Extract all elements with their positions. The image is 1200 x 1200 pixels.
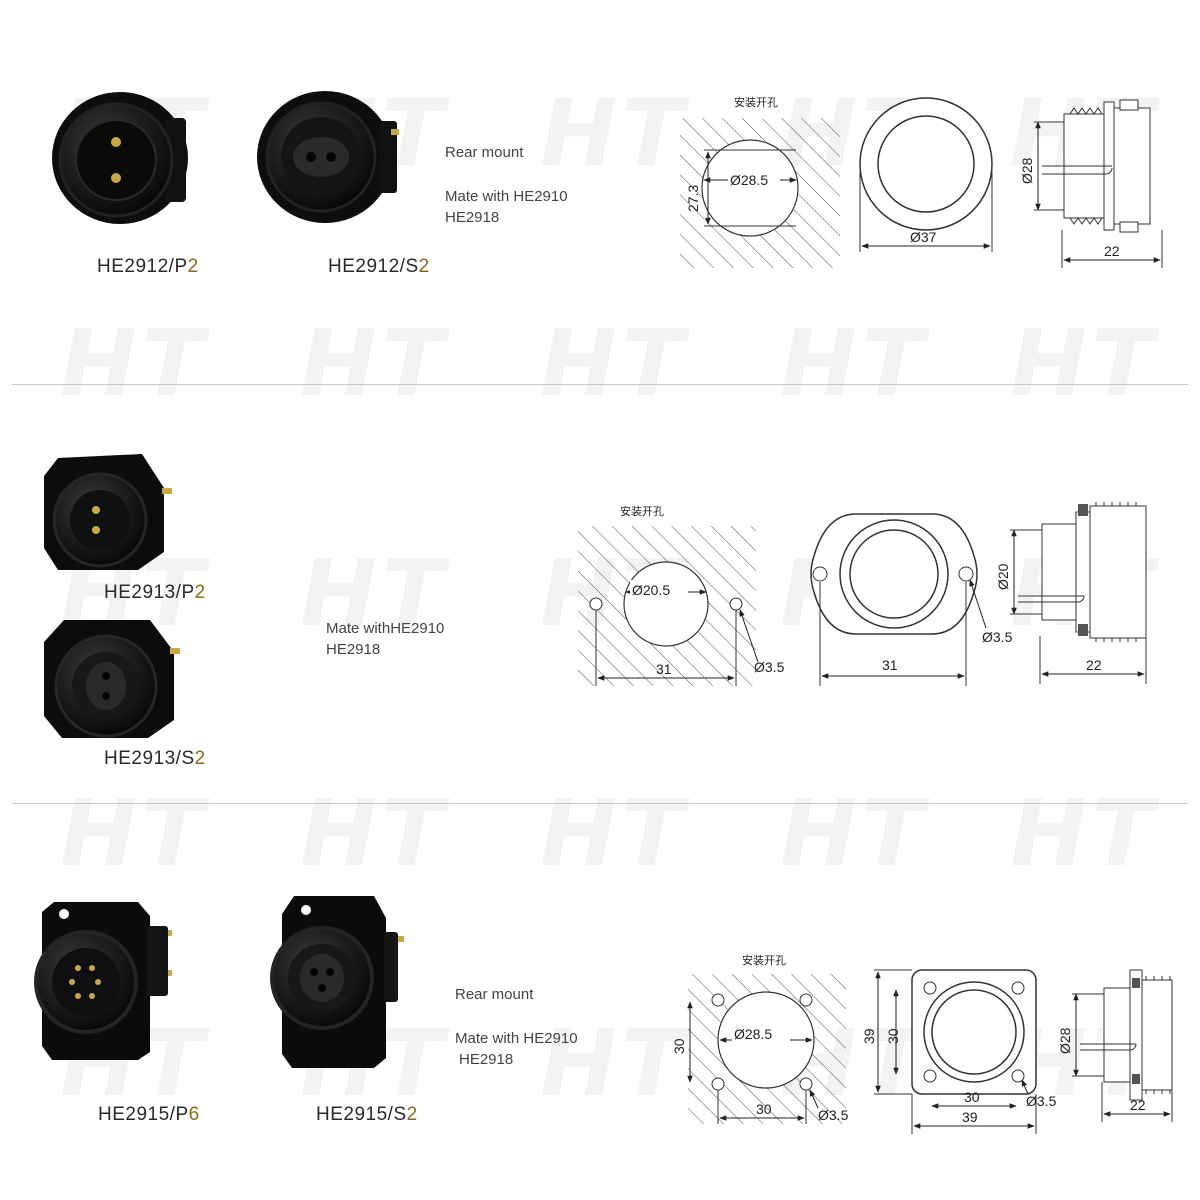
dim-length: 22 [1086, 657, 1102, 673]
mate-note-line2: HE2918 [445, 209, 500, 226]
model-suffix: 2 [418, 256, 430, 277]
watermark: HT [540, 780, 688, 887]
watermark: HT [1010, 780, 1158, 887]
watermark: HT [300, 780, 448, 887]
dim-cutout-dia: Ø28.5 [734, 1026, 772, 1042]
dim-thread-dia: Ø20 [995, 563, 1011, 590]
mate-note: Mate withHE2910 HE2918 [326, 618, 444, 660]
he2913-plug-image [44, 454, 172, 570]
watermark: HT [60, 780, 208, 887]
he2913-panel-cutout-drawing: 安装开孔 Ø20.5 31 Ø3.5 [578, 504, 785, 686]
dim-flange-outer-v: 39 [861, 1028, 877, 1044]
mate-note-line2: HE2918 [326, 641, 381, 658]
he2912-flange-front-drawing: Ø37 [859, 97, 993, 252]
he2915-panel-cutout-drawing: 安装开孔 Ø28.5 30 30 Ø3.5 [671, 953, 849, 1124]
he2915-plug-image [34, 902, 172, 1060]
cutout-circle [623, 561, 709, 647]
product-model-label: HE2912/S2 [328, 256, 430, 278]
watermark: HT [780, 310, 928, 417]
dim-flange-outer-h: 39 [962, 1109, 978, 1125]
mate-note-line1: Mate with HE2910 [445, 188, 568, 205]
mate-note-line1: Mate withHE2910 [326, 620, 445, 637]
he2912-panel-cutout-drawing: 安装开孔 Ø28.5 27.3 [680, 95, 840, 268]
panel-cutout-title: 安装开孔 [742, 953, 786, 967]
dim-flange-inner-h: 30 [964, 1089, 980, 1105]
he2913-side-drawing: Ø20 22 [995, 502, 1147, 684]
dim-hole-spacing-h: 30 [756, 1101, 772, 1117]
mate-note-line1: Mate with HE2910 [455, 1030, 578, 1047]
dim-flange-dia: Ø37 [910, 229, 937, 245]
mount-note: Rear mount [445, 144, 524, 161]
watermark: HT [300, 310, 448, 417]
dim-hole-spacing: 31 [656, 661, 672, 677]
he2913-flange-front-drawing: 31 Ø3.5 [810, 513, 1013, 686]
dim-flange-spacing: 31 [882, 657, 898, 673]
dim-flange-inner-v: 30 [885, 1028, 901, 1044]
dim-thread-dia: Ø28 [1019, 157, 1035, 184]
model-name: HE2912/S [328, 256, 419, 277]
model-suffix: 2 [187, 256, 199, 277]
section-divider [12, 803, 1188, 804]
model-name: HE2913/S [104, 748, 195, 769]
panel-cutout-title: 安装开孔 [734, 95, 778, 109]
model-suffix: 2 [406, 1104, 418, 1125]
dim-cutout-flat: 27.3 [685, 185, 701, 212]
product-model-label: HE2913/S2 [104, 748, 206, 770]
dim-flange-hole-dia: Ø3.5 [982, 629, 1013, 645]
model-suffix: 2 [194, 582, 206, 603]
dim-length: 22 [1130, 1097, 1146, 1113]
watermark: HT [540, 310, 688, 417]
product-model-label: HE2915/P6 [98, 1104, 200, 1126]
he2915-flange-front-drawing: 39 30 30 39 Ø3.5 [861, 969, 1057, 1134]
dim-hole-spacing-v: 30 [671, 1038, 687, 1054]
mount-note: Rear mount [455, 986, 534, 1003]
model-name: HE2913/P [104, 582, 195, 603]
he2912-side-drawing: Ø28 22 [1019, 99, 1163, 268]
product-model-label: HE2915/S2 [316, 1104, 418, 1126]
he2912-socket-image [257, 91, 399, 223]
dim-cutout-dia: Ø20.5 [632, 582, 670, 598]
he2915-socket-image [270, 896, 404, 1068]
dim-thread-dia: Ø28 [1057, 1027, 1073, 1054]
dim-cutout-dia: Ø28.5 [730, 172, 768, 188]
panel-cutout-title: 安装开孔 [620, 504, 664, 518]
dim-hole-dia: Ø3.5 [818, 1107, 849, 1123]
model-name: HE2915/P [98, 1104, 189, 1125]
he2913-socket-image [44, 620, 180, 738]
watermark: HT [780, 780, 928, 887]
watermark: HT [60, 310, 208, 417]
section-divider [12, 384, 1188, 385]
model-suffix: 6 [188, 1104, 200, 1125]
mate-note: Mate with HE2910 HE2918 [445, 186, 568, 228]
he2912-plug-image [52, 92, 188, 224]
mate-note-line2: HE2918 [459, 1051, 514, 1068]
product-model-label: HE2912/P2 [97, 256, 199, 278]
model-name: HE2915/S [316, 1104, 407, 1125]
watermark: HT [1010, 310, 1158, 417]
product-model-label: HE2913/P2 [104, 582, 206, 604]
dim-length: 22 [1104, 243, 1120, 259]
mate-note: Mate with HE2910 HE2918 [455, 1028, 578, 1070]
model-suffix: 2 [194, 748, 206, 769]
watermark: HT [540, 80, 688, 187]
dim-hole-dia: Ø3.5 [754, 659, 785, 675]
dim-flange-hole-dia: Ø3.5 [1026, 1093, 1057, 1109]
model-name: HE2912/P [97, 256, 188, 277]
he2915-side-drawing: Ø28 22 [1057, 969, 1173, 1122]
